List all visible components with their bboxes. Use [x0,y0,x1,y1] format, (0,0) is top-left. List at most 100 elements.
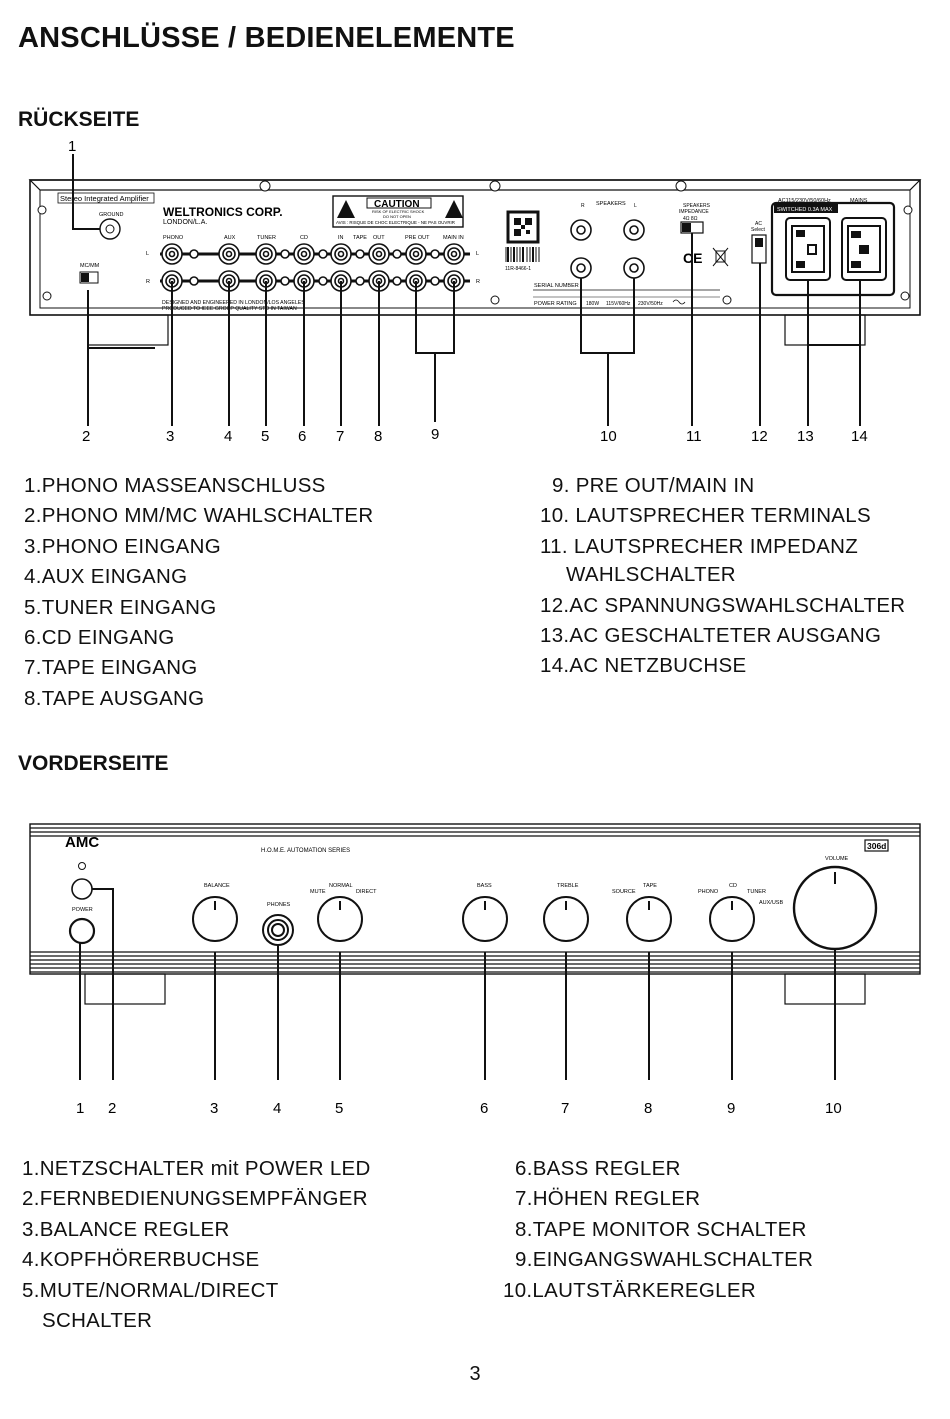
svg-text:AUX: AUX [224,235,236,241]
svg-text:9: 9 [727,1100,735,1117]
svg-text:LONDON/L.A.: LONDON/L.A. [163,219,207,226]
list-item: 2.FERNBEDIENUNGSEMPFÄNGER [22,1187,368,1211]
svg-text:115V/60Hz: 115V/60Hz [606,301,631,307]
list-item: 10.LAUTSTÄRKEREGLER [503,1278,756,1302]
svg-text:PHONO: PHONO [163,235,184,241]
rotary-knob [462,896,508,942]
screw-icon [318,249,328,259]
svg-text:POWER RATING: POWER RATING [534,301,577,307]
svg-text:AC: AC [755,221,762,227]
list-item: 1.PHONO MASSEANSCHLUSS [24,474,326,497]
rear-chassis [29,179,921,316]
svg-text:306d: 306d [867,841,886,851]
rca-jack-icon [412,250,420,258]
list-item: 9. PRE OUT/MAIN IN [552,474,755,497]
svg-text:DIRECT: DIRECT [356,889,377,895]
list-item: 6.BASS REGLER [515,1157,681,1180]
list-item: SCHALTER [42,1309,153,1333]
svg-text:AC115/230V/50/60Hz: AC115/230V/50/60Hz [778,198,831,204]
svg-text:R: R [146,279,150,285]
svg-text:3: 3 [210,1100,218,1117]
svg-text:IMPEDANCE: IMPEDANCE [679,209,709,215]
svg-text:MAIN IN: MAIN IN [443,235,464,241]
screw-icon [430,249,440,259]
svg-text:AVIS : RISQUE DE CHOC ELECTRIQ: AVIS : RISQUE DE CHOC ELECTRIQUE - NE PA… [336,220,455,225]
list-item: 5.TUNER EINGANG [24,595,217,619]
front-panel-diagram: AMC H.O.M.E. AUTOMATION SERIES 306d POWE… [29,823,921,1117]
svg-text:12: 12 [751,428,768,445]
list-item: 6.CD EINGANG [24,626,175,650]
screw-icon [355,276,365,286]
svg-text:5: 5 [261,428,269,445]
svg-text:DO NOT OPEN: DO NOT OPEN [383,214,411,219]
rca-jack-icon [168,250,176,258]
svg-text:H.O.M.E. AUTOMATION SERIES: H.O.M.E. AUTOMATION SERIES [261,848,350,854]
headphone-jack-icon [262,914,294,946]
svg-text:1: 1 [76,1100,84,1117]
rca-jack-icon [262,250,270,258]
list-item: WAHLSCHALTER [566,563,736,587]
svg-text:4Ω 8Ω: 4Ω 8Ω [683,216,698,222]
list-item: 2.PHONO MM/MC WAHLSCHALTER [24,504,374,528]
svg-text:8: 8 [644,1100,652,1117]
svg-text:10: 10 [825,1100,842,1117]
svg-text:2: 2 [108,1100,116,1117]
svg-text:SOURCE: SOURCE [612,889,636,895]
svg-text:14: 14 [851,428,868,445]
front-heading: VORDERSEITE [18,752,169,775]
speaker-terminal-icon [570,219,645,279]
svg-text:7: 7 [561,1100,569,1117]
svg-text:TREBLE: TREBLE [557,883,579,889]
svg-text:7: 7 [336,428,344,445]
svg-text:13: 13 [797,428,814,445]
svg-text:PRE OUT: PRE OUT [405,235,430,241]
screw-icon [318,276,328,286]
front-callout-numbers: 1 2 3 4 5 6 7 8 9 10 [76,1100,842,1117]
svg-text:TAPE: TAPE [643,883,657,889]
list-item: 10. LAUTSPRECHER TERMINALS [540,504,871,528]
svg-text:CAUTION: CAUTION [374,199,420,210]
screw-icon [189,249,199,259]
list-item: 4.KOPFHÖRERBUCHSE [22,1248,260,1272]
rear-items-left: 1.PHONO MASSEANSCHLUSS 2.PHONO MM/MC WAH… [24,471,374,714]
svg-text:TUNER: TUNER [257,235,276,241]
rotary-knob [709,896,755,942]
rotary-knob [192,896,238,942]
amc-logo: AMC [65,834,99,851]
svg-text:R: R [581,203,585,209]
rca-jack-icon [225,250,233,258]
screw-icon [392,276,402,286]
front-callout-lines [79,888,836,1080]
power-led-icon [78,862,86,870]
rear-items-right: 9. PRE OUT/MAIN IN 10. LAUTSPRECHER TERM… [540,471,905,682]
svg-text:R: R [476,279,480,285]
svg-text:Select: Select [751,227,766,233]
screw-icon [280,276,290,286]
rca-jack-group [161,243,465,292]
screw-icon [355,249,365,259]
rca-jack-icon [337,250,345,258]
svg-text:PHONO: PHONO [698,889,719,895]
svg-text:MC/MM: MC/MM [80,263,100,269]
svg-text:3: 3 [166,428,174,445]
svg-text:PHONES: PHONES [267,902,291,908]
svg-text:10: 10 [600,428,617,445]
list-item: 9.EINGANGSWAHLSCHALTER [515,1248,814,1272]
rear-callout-1: 1 [68,138,76,155]
rca-jack-icon [450,250,458,258]
weee-bin-icon [712,247,729,267]
svg-text:9: 9 [431,426,439,443]
svg-text:8: 8 [374,428,382,445]
svg-text:4: 4 [273,1100,281,1117]
rca-jack-icon [300,250,308,258]
list-item: 8.TAPE MONITOR SCHALTER [515,1217,807,1241]
svg-text:MUTE: MUTE [310,889,326,895]
page-number: 3 [469,1363,481,1385]
svg-text:SPEAKERS: SPEAKERS [596,201,626,207]
svg-text:MAINS: MAINS [850,198,868,204]
list-item: 7.TAPE EINGANG [24,656,198,680]
svg-text:DESIGNED AND ENGINEERED IN LON: DESIGNED AND ENGINEERED IN LONDON/LOS AN… [162,300,305,306]
svg-text:L: L [146,251,149,257]
list-item: 5.MUTE/NORMAL/DIRECT [22,1278,279,1302]
barcode-icon [505,247,540,262]
